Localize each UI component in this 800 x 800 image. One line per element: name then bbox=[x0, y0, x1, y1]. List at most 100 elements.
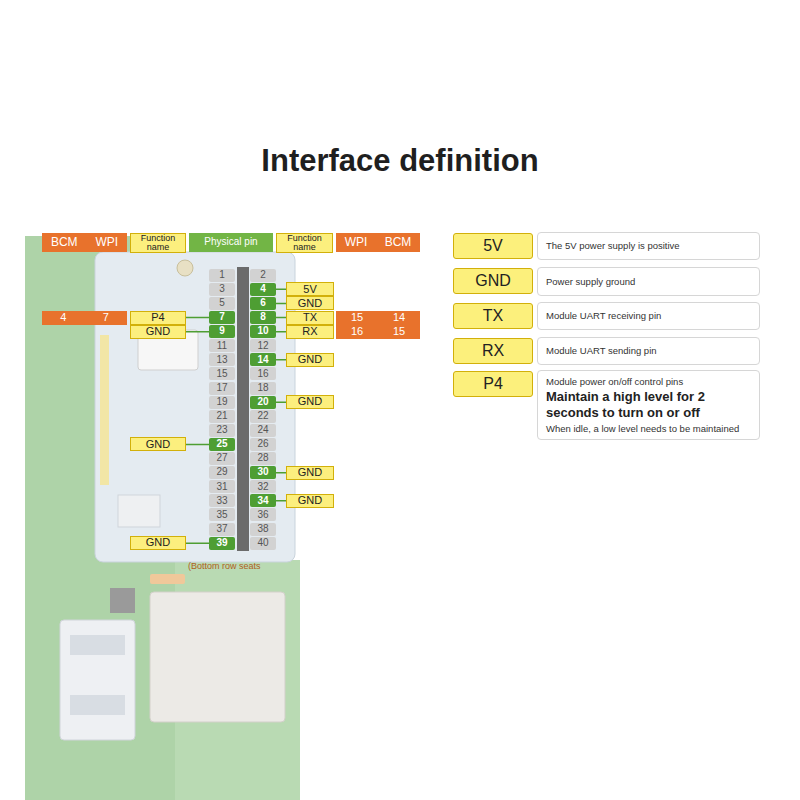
pin-number: 18 bbox=[250, 382, 276, 395]
pin-number: 10 bbox=[250, 325, 276, 338]
node-text: 1 bbox=[219, 270, 225, 281]
pin-number: 40 bbox=[250, 537, 276, 550]
node-text: 15 bbox=[393, 326, 405, 338]
node-text: 18 bbox=[257, 383, 268, 394]
node-text: 23 bbox=[216, 425, 227, 436]
pin-connector bbox=[276, 331, 286, 333]
pin-number: 35 bbox=[209, 508, 235, 521]
node-text: 32 bbox=[257, 482, 268, 493]
description-box: Module UART sending pin bbox=[537, 337, 760, 365]
node-text: 33 bbox=[216, 496, 227, 507]
node-text: 6 bbox=[260, 298, 266, 309]
node-text: GND bbox=[298, 354, 322, 366]
pin-number: 15 bbox=[209, 367, 235, 380]
term-badge: RX bbox=[453, 338, 533, 364]
node-text: 27 bbox=[216, 453, 227, 464]
node-text: RX bbox=[482, 343, 504, 360]
node-text: 9 bbox=[219, 326, 225, 337]
node-text: 14 bbox=[257, 355, 268, 366]
node-text: 4 bbox=[60, 312, 66, 324]
node-text: 37 bbox=[216, 524, 227, 535]
pin-number: 2 bbox=[250, 269, 276, 282]
node-text: GND bbox=[298, 396, 322, 408]
node-text: P4 bbox=[151, 312, 164, 324]
header-cell: WPI BCM bbox=[336, 233, 420, 252]
pin-number: 7 bbox=[209, 311, 235, 324]
pin-number-band: 1615 bbox=[336, 325, 420, 339]
node-text: 3 bbox=[219, 284, 225, 295]
node-text: 17 bbox=[216, 383, 227, 394]
pin-number: 19 bbox=[209, 396, 235, 409]
node-text: GND bbox=[146, 326, 170, 338]
node-text: TX bbox=[483, 308, 503, 325]
node-text: 40 bbox=[257, 538, 268, 549]
pin-number: 13 bbox=[209, 353, 235, 366]
pin-connector bbox=[276, 303, 286, 305]
description-box: The 5V power supply is positive bbox=[537, 232, 760, 260]
node-text: 8 bbox=[260, 312, 266, 323]
pin-connector bbox=[186, 317, 209, 319]
header-cell: Function name bbox=[130, 233, 186, 253]
pin-number: 37 bbox=[209, 523, 235, 536]
node-text: 20 bbox=[257, 397, 268, 408]
pin-number: 32 bbox=[250, 480, 276, 493]
node-text: BCM bbox=[385, 236, 412, 249]
description-box: Module UART receiving pin bbox=[537, 302, 760, 330]
term-badge: TX bbox=[453, 303, 533, 329]
pin-number: 20 bbox=[250, 396, 276, 409]
node-text: 14 bbox=[393, 312, 405, 324]
node-text: WPI bbox=[95, 236, 118, 249]
node-text: P4 bbox=[483, 376, 503, 393]
pin-function-label: GND bbox=[286, 296, 334, 310]
node-text: 16 bbox=[351, 326, 363, 338]
pin-number: 36 bbox=[250, 508, 276, 521]
pin-number: 3 bbox=[209, 283, 235, 296]
node-text: 31 bbox=[216, 482, 227, 493]
pin-number-band: 47 bbox=[42, 311, 127, 325]
node-text: 4 bbox=[260, 284, 266, 295]
pin-number: 1 bbox=[209, 269, 235, 282]
node-text: GND bbox=[298, 467, 322, 479]
pin-connector bbox=[186, 331, 209, 333]
pin-number: 12 bbox=[250, 339, 276, 352]
usb-slot bbox=[70, 635, 125, 655]
description-box: Power supply ground bbox=[537, 267, 760, 296]
node-text: WPI bbox=[345, 236, 368, 249]
chip bbox=[110, 588, 135, 613]
term-badge: GND bbox=[453, 268, 533, 294]
node-text: 26 bbox=[257, 439, 268, 450]
pin-number: 29 bbox=[209, 466, 235, 479]
pin-connector bbox=[186, 542, 209, 544]
node-text: 35 bbox=[216, 510, 227, 521]
page-title: Interface definition bbox=[0, 143, 800, 179]
node-text: GND bbox=[298, 495, 322, 507]
term-badge: P4 bbox=[453, 371, 533, 397]
node-text: GND bbox=[475, 273, 511, 290]
pin-number: 8 bbox=[250, 311, 276, 324]
annotation-label: (Bottom row seats bbox=[188, 561, 261, 571]
node-text: 21 bbox=[216, 411, 227, 422]
pin-connector bbox=[276, 359, 286, 361]
pin-number: 22 bbox=[250, 410, 276, 423]
pin-number: 24 bbox=[250, 424, 276, 437]
node-text: 39 bbox=[216, 538, 227, 549]
node-text: 34 bbox=[257, 496, 268, 507]
header-cell: Physical pin bbox=[189, 233, 273, 252]
side-header bbox=[100, 335, 109, 485]
node-text: RX bbox=[302, 326, 317, 338]
node-text: 5V bbox=[303, 284, 316, 296]
antenna-connector bbox=[177, 260, 193, 276]
node-text: BCM bbox=[51, 236, 78, 249]
node-text: Function name bbox=[279, 234, 330, 252]
pin-function-label: GND bbox=[286, 353, 334, 367]
node-text: 11 bbox=[217, 341, 227, 352]
hat-board bbox=[95, 252, 295, 562]
pin-function-label: 5V bbox=[286, 282, 334, 296]
usb-port bbox=[60, 620, 135, 740]
description-box: Module power on/off control pinsMaintain… bbox=[537, 370, 760, 440]
node-text: 30 bbox=[257, 467, 268, 478]
bottom-seat bbox=[150, 574, 185, 584]
pin-number: 11 bbox=[209, 339, 235, 352]
pin-connector bbox=[276, 500, 286, 502]
pin-number: 33 bbox=[209, 494, 235, 507]
